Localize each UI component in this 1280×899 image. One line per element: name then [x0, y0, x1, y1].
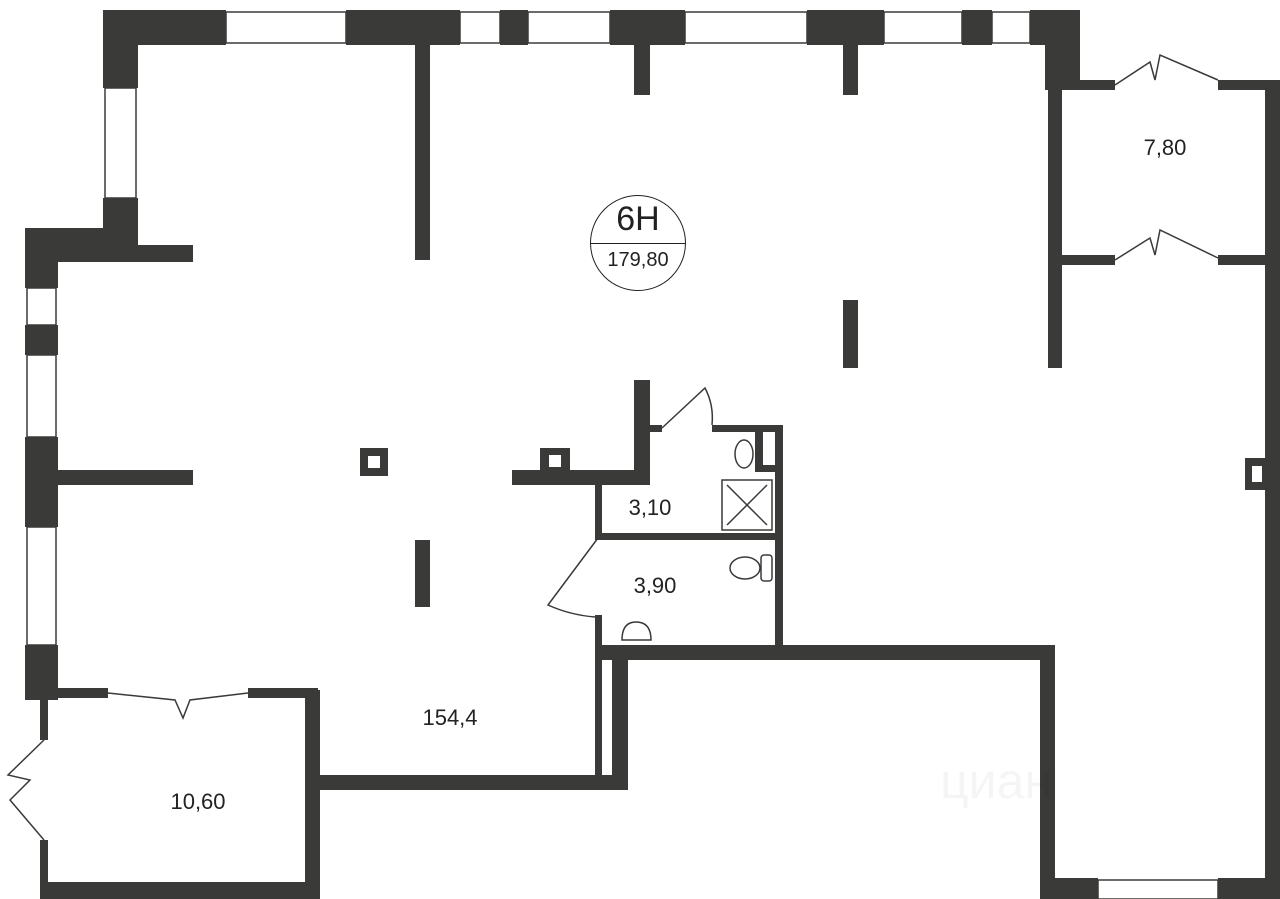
room-area-main: 154,4 [422, 705, 478, 730]
unit-area: 179,80 [607, 249, 669, 271]
room-area-wc: 3,90 [633, 573, 677, 598]
walls [25, 10, 1280, 899]
room-area-shower: 3,10 [628, 495, 672, 520]
doors [6, 53, 1219, 841]
unit-name: 6Н [616, 200, 660, 238]
room-area-vestibule: 10,60 [170, 789, 226, 814]
watermark: циан [940, 752, 1052, 810]
badge-divider [591, 243, 685, 244]
room-area-storage: 7,80 [1143, 135, 1187, 160]
unit-badge: 6Н 179,80 [590, 195, 686, 291]
